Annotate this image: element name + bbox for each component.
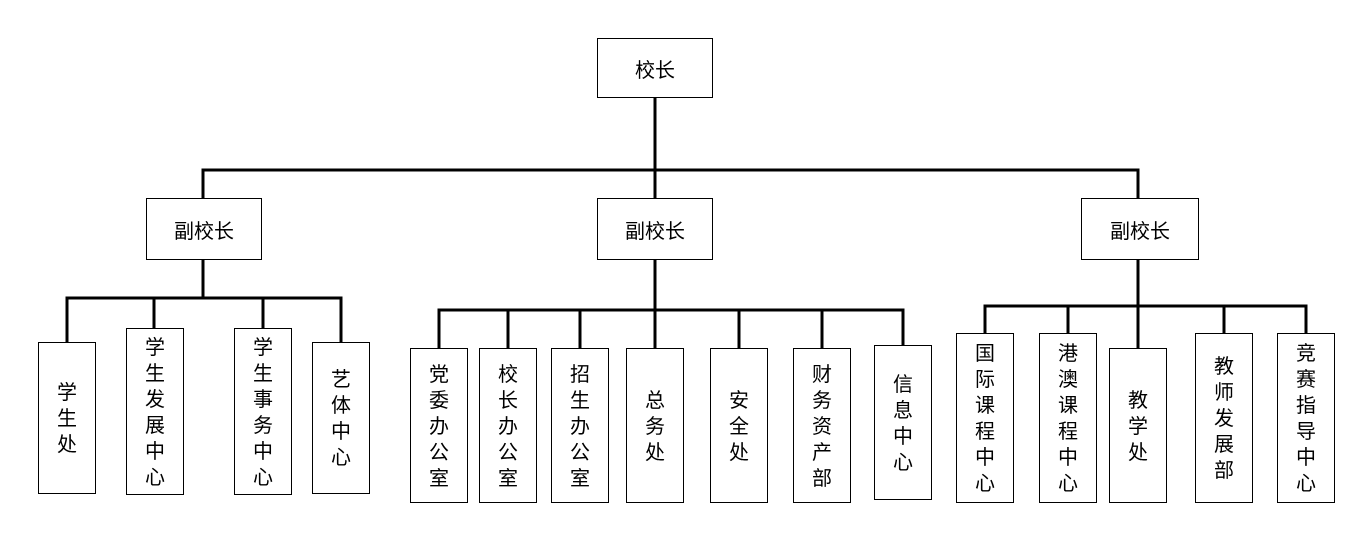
- dept-label: 艺体中心: [331, 367, 351, 469]
- dept-label: 教师发展部: [1214, 354, 1234, 482]
- dept-label: 竞赛指导中心: [1296, 341, 1316, 495]
- dept-node-student-development-center: 学生发展中心: [126, 328, 184, 495]
- dept-node-international-curriculum-center: 国际课程中心: [956, 333, 1014, 503]
- deputy-principal-node-center: 副校长: [597, 198, 713, 260]
- deputy-principal-node-right: 副校长: [1081, 198, 1199, 260]
- dept-node-teacher-development-dept: 教师发展部: [1195, 333, 1253, 503]
- dept-label: 总务处: [645, 387, 665, 464]
- dept-label: 学生处: [57, 380, 77, 456]
- dept-node-hk-macau-curriculum-center: 港澳课程中心: [1039, 333, 1097, 503]
- dept-label: 党委办公室: [429, 361, 449, 490]
- dept-label: 学生发展中心: [145, 334, 165, 489]
- principal-node: 校长: [597, 38, 713, 98]
- dept-label: 招生办公室: [570, 361, 590, 490]
- dept-node-party-committee-office: 党委办公室: [410, 348, 468, 503]
- dept-label: 国际课程中心: [975, 341, 995, 495]
- dept-node-principal-office: 校长办公室: [479, 348, 537, 503]
- dept-label: 信息中心: [893, 371, 913, 474]
- dept-node-student-affairs-office: 学生处: [38, 342, 96, 494]
- dept-node-information-center: 信息中心: [874, 345, 932, 500]
- dept-label: 教学处: [1128, 387, 1148, 464]
- dept-label: 安全处: [729, 387, 749, 464]
- dept-node-teaching-office: 教学处: [1109, 348, 1167, 503]
- dept-node-competition-guidance-center: 竞赛指导中心: [1277, 333, 1335, 503]
- dept-label: 校长办公室: [498, 361, 518, 490]
- dept-label: 财务资产部: [812, 361, 832, 490]
- dept-label: 学生事务中心: [253, 334, 273, 489]
- deputy-principal-node-left: 副校长: [146, 198, 262, 260]
- dept-node-arts-sports-center: 艺体中心: [312, 342, 370, 494]
- dept-node-admissions-office: 招生办公室: [551, 348, 609, 503]
- dept-node-security-office: 安全处: [710, 348, 768, 503]
- dept-node-student-services-center: 学生事务中心: [234, 328, 292, 495]
- dept-node-general-affairs-office: 总务处: [626, 348, 684, 503]
- dept-node-finance-assets-dept: 财务资产部: [793, 348, 851, 503]
- dept-label: 港澳课程中心: [1058, 341, 1078, 495]
